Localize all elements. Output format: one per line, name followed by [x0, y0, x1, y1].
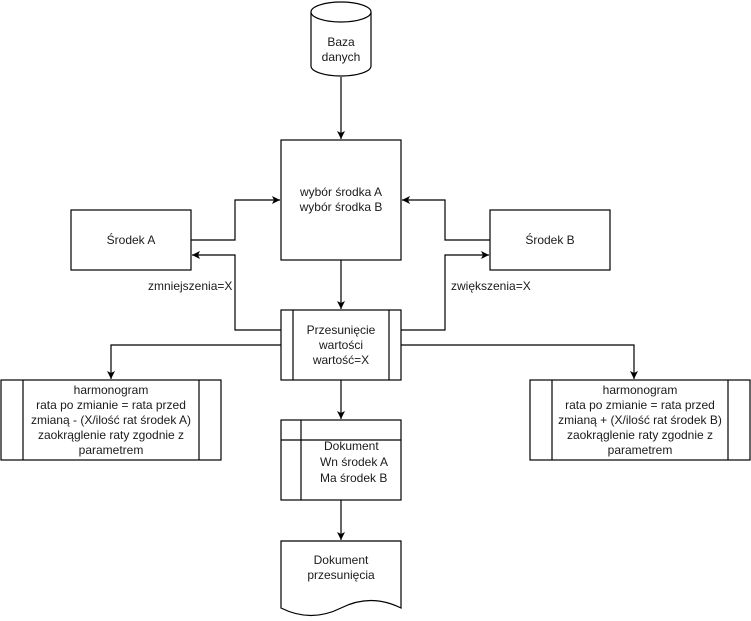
database-node[interactable] — [310, 1, 372, 77]
posting-node[interactable] — [280, 419, 402, 501]
schedule-b-node[interactable] — [529, 379, 751, 461]
edge-label-increase: zwiększenia=X — [451, 279, 531, 293]
edge-shift-to-asset-a — [192, 251, 281, 331]
edge-label-decrease: zmniejszenia=X — [148, 279, 233, 293]
edge-shift-to-schedule-a — [107, 344, 281, 379]
edge-asset-b-to-selection — [402, 196, 490, 241]
asset-a-label: Środek A — [106, 232, 156, 247]
asset-b-label: Środek B — [525, 232, 575, 247]
edge-shift-to-asset-b — [401, 251, 489, 331]
schedule-a-label: harmonogram rata po zmianie = rata przed… — [30, 382, 192, 457]
edge-asset-a-to-selection — [191, 196, 280, 241]
selection-node[interactable] — [280, 139, 402, 261]
posting-label: Dokument Wn środek A Ma środek B — [319, 439, 389, 485]
shift-document-node[interactable] — [280, 540, 402, 617]
edge-shift-to-schedule-b — [401, 344, 638, 379]
schedule-a-node[interactable] — [0, 379, 222, 461]
schedule-b-label: harmonogram rata po zmianie = rata przed… — [558, 382, 722, 457]
